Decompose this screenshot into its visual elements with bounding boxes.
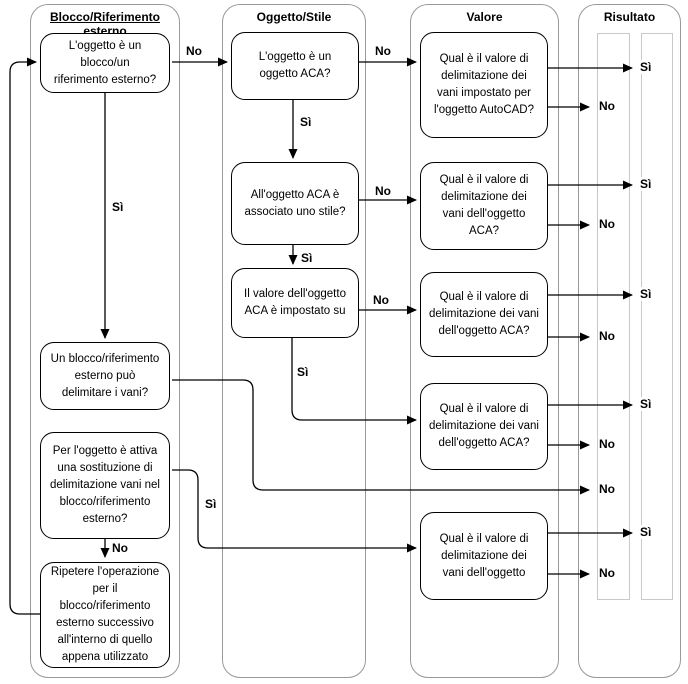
result-label-si: Sì [639, 397, 653, 411]
result-label-si: Sì [639, 60, 653, 74]
column-title-oggetto: Oggetto/Stile [256, 10, 332, 24]
result-strip-no [597, 33, 630, 600]
edge-label-si: Sì [296, 365, 310, 379]
edge-loop-ripetere [9, 57, 42, 615]
result-label-si: Sì [639, 287, 653, 301]
edge-oggetto-q3-si [291, 338, 417, 425]
edge-label-no: No [185, 44, 203, 58]
result-label-no: No [598, 482, 616, 496]
edge-blocco-q2-no-result [172, 379, 590, 495]
node-oggetto-q3: Il valore dell'oggetto ACA è impostato s… [231, 268, 359, 338]
node-valore-q3: Qual è il valore di delimitazione dei va… [420, 272, 548, 357]
node-blocco-q3: Per l'oggetto è attiva una sostituzione … [40, 432, 170, 539]
node-valore-q4: Qual è il valore di delimitazione dei va… [420, 383, 548, 470]
edge-label-si: Sì [299, 115, 313, 129]
edge-label-no: No [372, 293, 390, 307]
edge-label-no: No [374, 44, 392, 58]
result-label-si: Sì [639, 525, 653, 539]
node-valore-q5: Qual è il valore di delimitazione dei va… [420, 512, 548, 600]
node-valore-q1: Qual è il valore di delimitazione dei va… [420, 32, 548, 138]
result-label-no: No [598, 566, 616, 580]
node-oggetto-q2: All'oggetto ACA è associato uno stile? [231, 162, 359, 245]
edge-label-si: Sì [300, 251, 314, 265]
edge-label-no: No [374, 184, 392, 198]
edge-label-si: Sì [204, 497, 218, 511]
node-blocco-q1: L'oggetto è un blocco/un riferimento est… [40, 33, 170, 93]
edge-blocco-q3-si [172, 469, 417, 553]
column-risultato: Risultato [578, 4, 681, 678]
result-label-no: No [598, 99, 616, 113]
node-valore-q2: Qual è il valore di delimitazione dei va… [420, 162, 548, 250]
result-label-no: No [598, 217, 616, 231]
column-valore: Valore [410, 4, 559, 678]
edge-label-si: Sì [111, 200, 125, 214]
column-title-valore: Valore [466, 10, 503, 24]
result-strip-si [641, 33, 673, 600]
column-oggetto-stile: Oggetto/Stile [222, 4, 366, 678]
column-title-risultato: Risultato [603, 10, 656, 24]
result-label-no: No [598, 329, 616, 343]
node-blocco-azione: Ripetere l'operazione per il blocco/rife… [40, 562, 170, 668]
node-blocco-q2: Un blocco/riferimento esterno può delimi… [40, 342, 170, 410]
result-label-si: Sì [639, 177, 653, 191]
result-label-no: No [598, 437, 616, 451]
node-oggetto-q1: L'oggetto è un oggetto ACA? [231, 32, 359, 100]
edge-label-no: No [111, 541, 129, 555]
